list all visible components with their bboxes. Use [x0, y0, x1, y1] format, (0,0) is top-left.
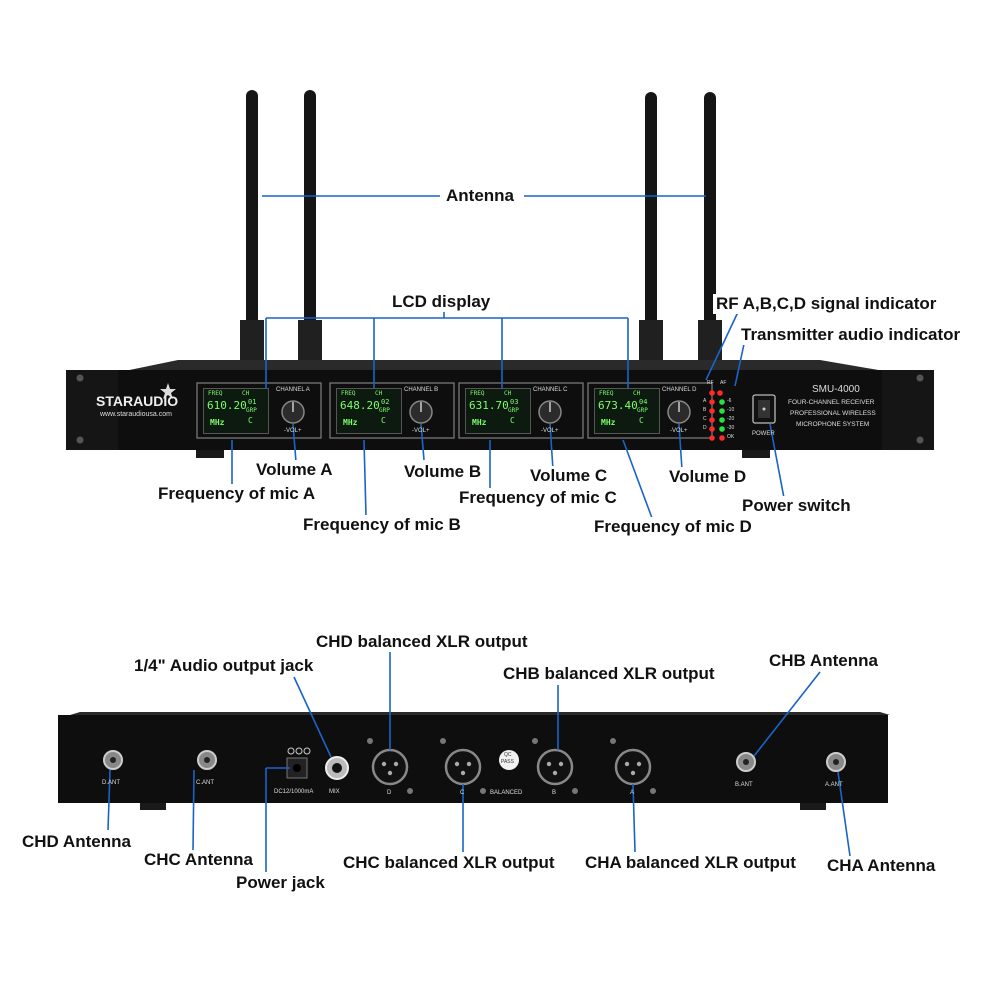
callout-chc-xlr: CHC balanced XLR output [340, 853, 558, 873]
model-desc: FOUR-CHANNEL RECEIVER [788, 399, 875, 406]
callout-cha-xlr: CHA balanced XLR output [582, 853, 799, 873]
callout-freq-b: Frequency of mic B [300, 515, 464, 535]
model-name: SMU-4000 [812, 384, 860, 395]
callout-freq-d: Frequency of mic D [591, 517, 755, 537]
callout-cha-antenna: CHA Antenna [824, 856, 939, 876]
antenna [645, 92, 657, 350]
brand-website: www.staraudiousa.com [100, 411, 172, 418]
model-desc: PROFESSIONAL WIRELESS [790, 410, 876, 417]
antenna [304, 90, 316, 350]
callout-power-jack: Power jack [233, 873, 328, 893]
callout-volume-b: Volume B [401, 462, 485, 482]
callout-lcd-display: LCD display [389, 292, 494, 312]
lcd-display-c: FREQ CH 631.70 03 GRP MHz C [465, 388, 531, 434]
callout-chd-antenna: CHD Antenna [19, 832, 134, 852]
callout-transmitter-indicator: Transmitter audio indicator [738, 325, 964, 345]
ant-label: A.ANT [825, 782, 843, 788]
vol-label: -VOL+ [412, 428, 430, 434]
antenna-group [240, 90, 722, 360]
lcd-display-d: FREQ CH 673.40 04 GRP MHz C [594, 388, 660, 434]
bnc-connector-group [103, 750, 846, 772]
callout-volume-d: Volume D [666, 467, 750, 487]
volume-knob-group [281, 400, 691, 424]
xlr-connector-group [371, 748, 652, 786]
callout-chb-antenna: CHB Antenna [766, 651, 881, 671]
frequency-readout: 631.70 [469, 399, 509, 412]
antenna [704, 92, 716, 350]
ant-label: D.ANT [102, 780, 120, 786]
frequency-readout: 648.20 [340, 399, 380, 412]
dc-label: DC12/1000mA [274, 789, 314, 795]
led-indicators [709, 390, 725, 441]
frequency-readout: 673.40 [598, 399, 638, 412]
antenna [246, 90, 258, 350]
model-desc: MICROPHONE SYSTEM [796, 421, 870, 428]
callout-antenna: Antenna [443, 186, 517, 206]
callout-audio-jack: 1/4" Audio output jack [131, 656, 317, 676]
channel-label: CHANNEL B [404, 387, 439, 393]
callout-chb-xlr: CHB balanced XLR output [500, 664, 718, 684]
xlr-connector [444, 748, 482, 786]
callout-freq-c: Frequency of mic C [456, 488, 620, 508]
callout-power-switch: Power switch [739, 496, 854, 516]
qc-pass-sticker [499, 750, 519, 770]
vol-label: -VOL+ [541, 428, 559, 434]
callout-chc-antenna: CHC Antenna [141, 850, 256, 870]
callout-chd-xlr: CHD balanced XLR output [313, 632, 531, 652]
lcd-display-a: FREQ CH 610.20 01 GRP MHz C [203, 388, 269, 434]
chassis-top [120, 360, 890, 372]
callout-volume-a: Volume A [253, 460, 336, 480]
channel-label: CHANNEL C [533, 387, 568, 393]
ant-label: C.ANT [196, 780, 214, 786]
frequency-readout: 610.20 [207, 399, 247, 412]
xlr-connector [371, 748, 409, 786]
callout-freq-a: Frequency of mic A [155, 484, 319, 504]
vol-label: -VOL+ [284, 428, 302, 434]
vol-label: -VOL+ [670, 428, 688, 434]
ant-label: B.ANT [735, 782, 753, 788]
channel-label: CHANNEL D [662, 387, 697, 393]
callout-rf-indicator: RF A,B,C,D signal indicator [713, 294, 940, 314]
mix-label: MIX [329, 789, 340, 795]
xlr-connector [536, 748, 574, 786]
callout-volume-c: Volume C [527, 466, 611, 486]
lcd-display-b: FREQ CH 648.20 02 GRP MHz C [336, 388, 402, 434]
power-label: POWER [752, 431, 775, 437]
leader-lines [107, 195, 851, 872]
xlr-connector [614, 748, 652, 786]
channel-label: CHANNEL A [276, 387, 310, 393]
balanced-label: BALANCED [490, 790, 523, 796]
star-logo-icon [160, 383, 176, 399]
brand-logo-text: STARAUDIO [96, 393, 179, 409]
